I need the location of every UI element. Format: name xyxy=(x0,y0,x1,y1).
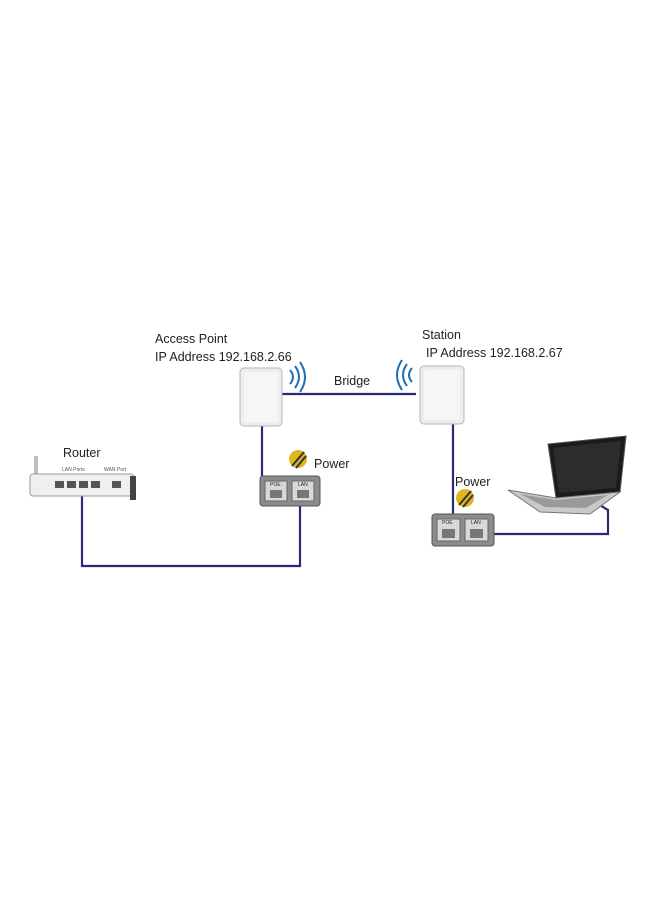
router-wan-port xyxy=(112,481,121,488)
wifi-signal-station-icon xyxy=(396,359,413,391)
wifi-signal-ap-icon xyxy=(289,361,306,393)
router-wan-port-label: WAN Port xyxy=(104,467,127,473)
router-antenna-right xyxy=(130,476,136,500)
access-point-ip: IP Address 192.168.2.66 xyxy=(155,350,292,364)
router-label: Router xyxy=(63,446,101,460)
router-to-injector-cable xyxy=(80,488,302,568)
injector-right-lan-label: LAN xyxy=(471,520,481,526)
injector-to-laptop-cable xyxy=(492,503,610,536)
injector-left-lan-label: LAN xyxy=(298,482,308,488)
access-point-title: Access Point xyxy=(155,332,228,346)
router-lan-ports-label: LAN Ports xyxy=(62,467,85,473)
laptop-device xyxy=(507,435,627,515)
power-label-left: Power xyxy=(314,457,350,471)
injector-right-poe-label: POE xyxy=(442,520,453,526)
power-label-right: Power xyxy=(455,475,491,489)
access-point-device xyxy=(239,367,283,427)
bridge-label: Bridge xyxy=(334,374,371,388)
station-title: Station xyxy=(422,328,461,342)
station-ip: IP Address 192.168.2.67 xyxy=(426,346,563,360)
poe-injector-right xyxy=(431,513,495,547)
injector-left-poe-label: POE xyxy=(270,482,281,488)
power-plug-right-icon xyxy=(456,489,474,508)
cables xyxy=(80,392,610,568)
power-plug-left-icon xyxy=(289,450,307,469)
router-device xyxy=(29,456,136,500)
router-antenna-left xyxy=(34,456,38,476)
station-device xyxy=(419,365,465,425)
poe-injector-left xyxy=(259,475,321,507)
router-lan-ports xyxy=(55,481,100,488)
